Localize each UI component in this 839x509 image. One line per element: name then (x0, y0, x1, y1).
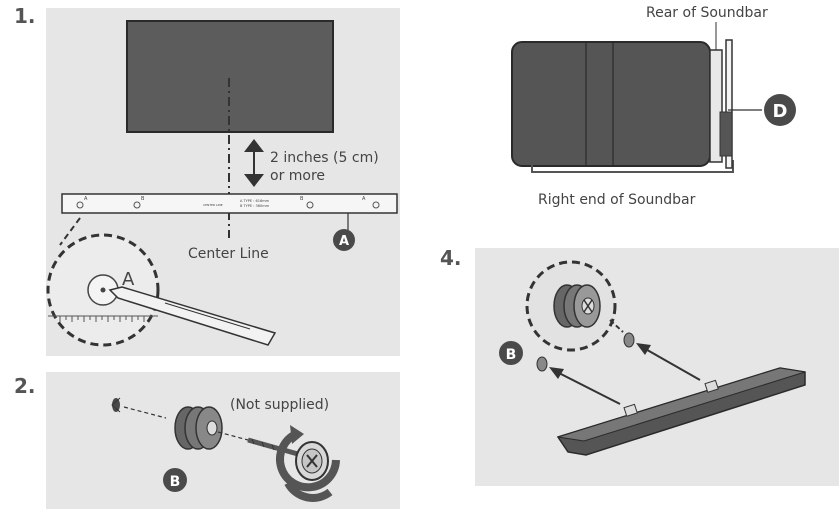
svg-text:B: B (506, 347, 517, 363)
wall-mount-template: A B B A CENTER LINE A TYPE : 616mm B TYP… (61, 193, 398, 214)
gap-distance-label: 2 inches (5 cm) (270, 150, 379, 166)
soundbar-angled (556, 367, 806, 456)
svg-text:D: D (773, 101, 788, 122)
template-type-a: A TYPE : 616mm (240, 199, 270, 203)
rear-of-soundbar-label: Rear of Soundbar (646, 5, 768, 21)
step-1-number: 1. (14, 4, 36, 28)
step-2-panel (46, 372, 400, 509)
template-hole-a-left (76, 201, 84, 209)
center-line-label: Center Line (188, 246, 269, 262)
right-end-of-soundbar-label: Right end of Soundbar (538, 192, 696, 208)
bracket-b-spacer (174, 406, 223, 450)
callout-d: D (764, 94, 796, 126)
wall-hole-icon (111, 397, 121, 413)
gap-or-more-label: or more (270, 168, 325, 184)
magnifier-detail-step4 (525, 260, 624, 352)
pen-icon (108, 286, 277, 346)
template-mark-b-right: B (300, 196, 304, 202)
svg-text:B: B (170, 474, 181, 490)
soundbar-side-view (511, 39, 734, 173)
template-center-text: CENTER LINE (203, 203, 223, 207)
magnifier-detail: A (46, 217, 160, 347)
template-mark-a-right: A (362, 196, 366, 202)
step-2-number: 2. (14, 374, 36, 398)
tv-screen (126, 20, 334, 133)
template-hole-b-right (306, 201, 314, 209)
template-mark-b-left: B (141, 196, 145, 202)
bracket-spacer-small-icon (536, 332, 635, 372)
template-hole-b-left (133, 201, 141, 209)
step-4-number: 4. (440, 246, 462, 270)
callout-b-step2: B (163, 468, 187, 492)
magnifier-mark-a: A (122, 269, 135, 290)
callout-a: A (333, 229, 355, 251)
svg-text:A: A (339, 234, 349, 249)
not-supplied-label: (Not supplied) (230, 397, 329, 413)
template-type-b: B TYPE : 360mm (240, 204, 270, 208)
gap-arrow-icon (244, 139, 264, 187)
insert-arrows-icon (549, 343, 701, 405)
screw-icon (247, 437, 329, 481)
template-mark-a-left: A (84, 196, 88, 202)
template-hole-a-right (372, 201, 380, 209)
rotate-arrow-icon (276, 425, 340, 502)
callout-b-step4: B (499, 341, 523, 365)
